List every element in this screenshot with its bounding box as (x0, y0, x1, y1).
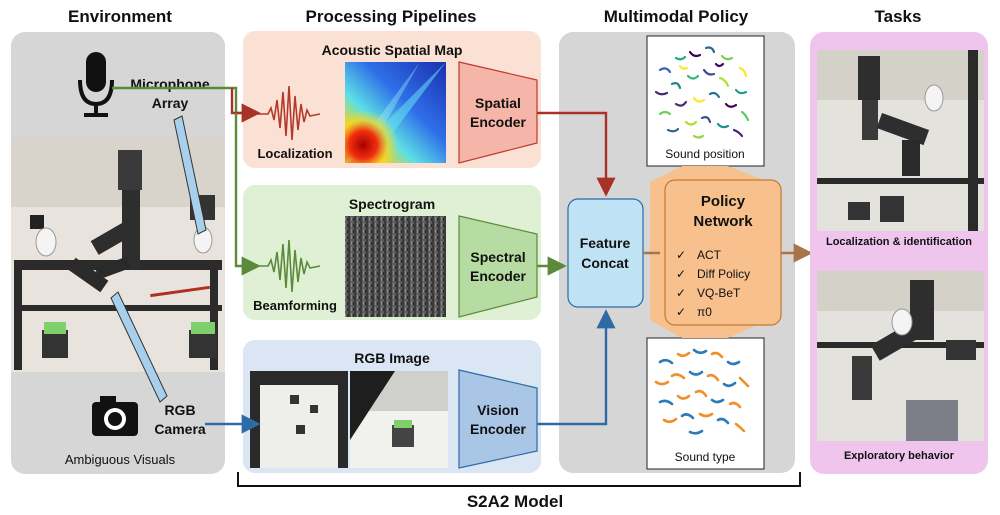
camera-icon (92, 396, 138, 436)
environment-robot-photo (11, 137, 225, 372)
beamforming-waveform-icon (255, 239, 321, 293)
spatial-encoder-label-line1: Spatial (475, 95, 521, 111)
method-item: VQ-BeT (697, 286, 741, 300)
spatial-encoder (458, 61, 538, 164)
microphone-label-line1: Microphone (130, 76, 210, 92)
spatial-encoder-label-line2: Encoder (470, 114, 527, 130)
spectrogram-title: Spectrogram (349, 196, 435, 212)
mic-to-beamforming-arrow (234, 113, 261, 276)
policy-network-label-line2: Network (693, 213, 753, 230)
vision-encoder-label-line2: Encoder (470, 421, 527, 437)
task1-photo (817, 50, 984, 231)
sound-type-tsne: Sound type (646, 337, 765, 470)
header-processing: Processing Pipelines (305, 7, 476, 26)
vision-encoder-label-line1: Vision (477, 402, 519, 418)
sound-type-label: Sound type (675, 450, 736, 464)
acoustic-heatmap (345, 62, 446, 163)
feature-concat-label-line1: Feature (580, 235, 631, 251)
s2a2-model-bracket (237, 472, 801, 487)
camera-pointer-arrow (110, 291, 168, 403)
method-item: ACT (697, 248, 722, 262)
feature-concat-label-line2: Concat (581, 255, 629, 271)
rgb-camera-label-line2: Camera (154, 421, 206, 437)
localization-waveform-icon (255, 85, 321, 141)
rgb-image-right (350, 371, 448, 468)
acoustic-map-title: Acoustic Spatial Map (322, 42, 463, 58)
rgb-image-title: RGB Image (354, 350, 430, 366)
task2-label: Exploratory behavior (844, 450, 955, 462)
method-check-icon: ✓ (676, 267, 686, 281)
microphone-pointer-arrow (173, 115, 207, 235)
spatial-to-concat-arrow (537, 111, 616, 197)
header-tasks: Tasks (875, 7, 922, 26)
vision-to-concat-arrow (537, 309, 616, 426)
spectrogram-image (345, 216, 446, 317)
task2-photo (817, 271, 984, 441)
rgb-image-left (250, 371, 348, 468)
policy-methods-list: ✓ ACT ✓ Diff Policy ✓ VQ-BeT ✓ π0 (676, 248, 750, 319)
header-multimodal: Multimodal Policy (604, 7, 749, 26)
rgb-camera-label-line1: RGB (164, 402, 195, 418)
spectral-encoder-label-line2: Encoder (470, 268, 527, 284)
spectral-encoder (458, 215, 538, 318)
feature-concat-box (567, 198, 644, 308)
policy-network-label-line1: Policy (701, 193, 746, 210)
vision-encoder (458, 369, 538, 469)
method-item: π0 (697, 305, 712, 319)
microphone-icon (78, 52, 114, 117)
ambiguous-visuals-label: Ambiguous Visuals (65, 452, 176, 467)
method-check-icon: ✓ (676, 248, 686, 262)
beamforming-label: Beamforming (253, 298, 337, 313)
s2a2-model-label: S2A2 Model (467, 492, 563, 511)
mic-to-localization-arrow (230, 88, 261, 123)
method-check-icon: ✓ (676, 305, 686, 319)
method-item: Diff Policy (697, 267, 750, 281)
method-check-icon: ✓ (676, 286, 686, 300)
header-environment: Environment (68, 7, 172, 26)
spectral-encoder-label-line1: Spectral (470, 249, 525, 265)
localization-label: Localization (257, 146, 332, 161)
microphone-label-line2: Array (152, 95, 189, 111)
sound-position-tsne: Sound position (646, 35, 765, 167)
sound-position-label: Sound position (665, 147, 744, 161)
task1-label: Localization & identification (826, 236, 972, 248)
